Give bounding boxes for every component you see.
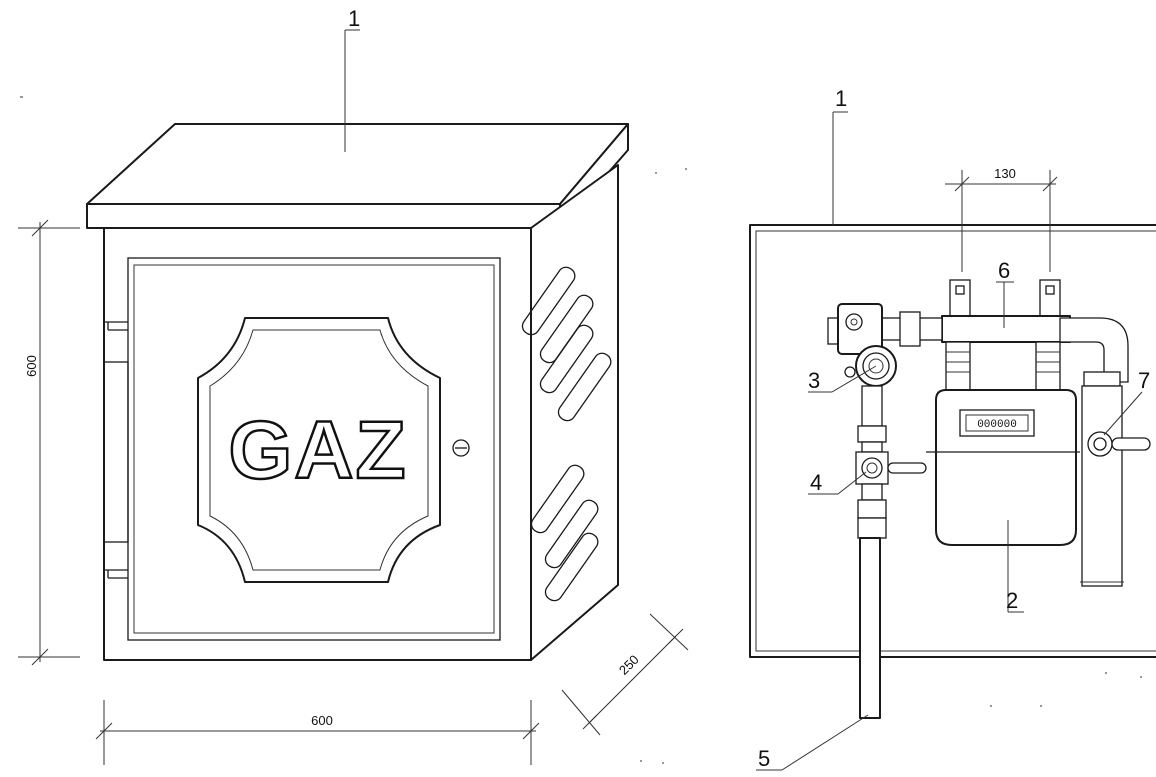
mounting-brackets bbox=[949, 279, 1061, 319]
gas-meter: 000000 bbox=[926, 389, 1080, 546]
panel-view: 1 130 6 bbox=[749, 86, 1156, 771]
spacing-dimension: 130 bbox=[945, 166, 1058, 272]
width-dimension-label: 600 bbox=[311, 713, 333, 728]
label-5: 5 bbox=[758, 746, 770, 771]
meter-union-left bbox=[945, 341, 971, 393]
cabinet-view: GAZ 1 600 600 bbox=[18, 6, 689, 765]
hinge-bottom bbox=[104, 569, 128, 579]
door-inner bbox=[133, 264, 495, 634]
hinge-top bbox=[104, 321, 128, 331]
hinge-middle bbox=[103, 361, 129, 543]
outlet-valve bbox=[1087, 431, 1151, 457]
height-dimension-label: 600 bbox=[24, 355, 39, 377]
label-1-panel: 1 bbox=[835, 86, 847, 111]
label-1-roof: 1 bbox=[348, 6, 360, 31]
cabinet-side bbox=[530, 164, 619, 661]
lock-icon bbox=[452, 439, 470, 457]
height-dimension: 600 bbox=[18, 219, 80, 666]
vent-slots-upper bbox=[521, 266, 612, 422]
depth-dimension: 250 bbox=[561, 613, 689, 736]
width-dimension: 600 bbox=[95, 700, 540, 765]
meter-counter-text: 000000 bbox=[977, 419, 1017, 431]
vent-slots-lower bbox=[530, 464, 599, 602]
gaz-emblem: GAZ bbox=[197, 317, 441, 583]
outlet-pipe bbox=[1059, 317, 1129, 587]
inlet-pipe bbox=[859, 537, 881, 719]
inlet-valve bbox=[855, 451, 927, 485]
cabinet-roof bbox=[86, 123, 629, 205]
spacing-dimension-label: 130 bbox=[994, 166, 1016, 181]
label-6: 6 bbox=[998, 258, 1010, 283]
scan-noise bbox=[20, 96, 1142, 764]
gaz-text: GAZ bbox=[228, 405, 407, 496]
connector-bar bbox=[941, 315, 1071, 343]
meter-counter-window bbox=[959, 409, 1035, 437]
cabinet-roof-front bbox=[86, 203, 561, 229]
label-4: 4 bbox=[810, 470, 822, 495]
riser-upper bbox=[861, 385, 883, 427]
panel-inner bbox=[755, 230, 1156, 652]
label-2: 2 bbox=[1006, 588, 1018, 613]
label-7: 7 bbox=[1138, 368, 1150, 393]
panel-outer bbox=[749, 224, 1156, 658]
label-3: 3 bbox=[808, 368, 820, 393]
meter-union-right bbox=[1035, 341, 1061, 393]
